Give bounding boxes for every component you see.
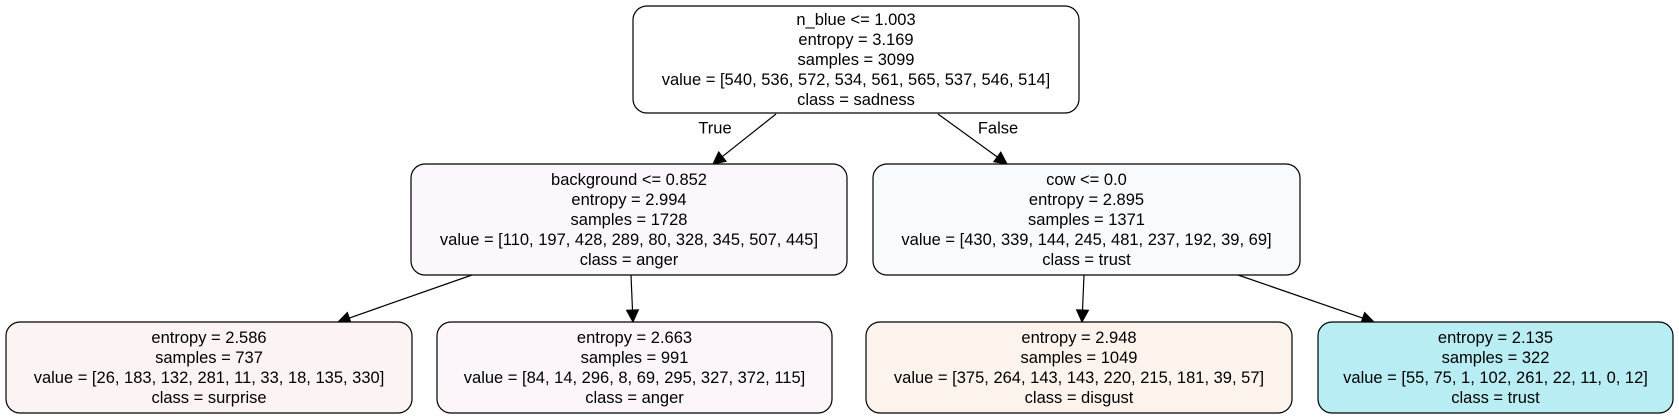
node-line-5: class = sadness: [797, 91, 915, 109]
node-line-2: samples = 1049: [1021, 349, 1138, 367]
node-line-1: entropy = 2.663: [577, 329, 692, 347]
edge-label-true: True: [698, 119, 731, 137]
node-line-4: class = disgust: [1025, 389, 1134, 407]
edge-line: [1081, 274, 1085, 311]
tree-node-root: n_blue <= 1.003 entropy = 3.169 samples = …: [632, 5, 1080, 114]
edge-right-to-leaf3: [1075, 274, 1090, 324]
node-line-1: cow <= 0.0: [1046, 171, 1127, 189]
node-line-4: class = trust: [1451, 389, 1540, 407]
node-line-4: value = [540, 536, 572, 534, 561, 565, 5…: [662, 71, 1051, 89]
node-line-1: background <= 0.852: [551, 171, 707, 189]
node-line-4: class = surprise: [151, 389, 266, 407]
node-line-1: entropy = 2.948: [1021, 329, 1136, 347]
tree-node-leaf3: entropy = 2.948 samples = 1049 value = [37…: [865, 321, 1293, 414]
node-line-3: value = [55, 75, 1, 102, 261, 22, 11, 0,…: [1343, 369, 1648, 387]
node-line-4: class = anger: [585, 389, 684, 407]
node-line-3: value = [26, 183, 132, 281, 11, 33, 18, …: [34, 369, 385, 387]
node-line-3: value = [84, 14, 296, 8, 69, 295, 327, 3…: [464, 369, 805, 387]
node-line-2: entropy = 3.169: [798, 31, 913, 49]
node-box: [410, 163, 848, 276]
tree-node-leaf2: entropy = 2.663 samples = 991 value = [84,…: [436, 321, 833, 414]
edge-line: [937, 113, 998, 158]
node-line-5: class = anger: [580, 251, 679, 269]
edge-left-to-leaf1: [336, 274, 473, 325]
edge-left-to-leaf2: [625, 274, 640, 324]
tree-node-left: background <= 0.852 entropy = 2.994 sample…: [410, 163, 848, 276]
node-line-1: entropy = 2.135: [1438, 329, 1553, 347]
node-line-4: value = [110, 197, 428, 289, 80, 328, 34…: [440, 231, 818, 249]
node-box: [1317, 321, 1674, 414]
edge-root-to-right: False: [937, 113, 1018, 165]
node-box: [865, 321, 1293, 414]
edge-root-to-left: True: [698, 113, 777, 165]
edge-line: [1237, 274, 1363, 319]
arrowhead-icon: [992, 151, 1008, 165]
node-box: [436, 321, 833, 414]
node-line-3: samples = 1728: [571, 211, 688, 229]
node-line-3: samples = 1371: [1028, 211, 1145, 229]
node-line-4: value = [430, 339, 144, 245, 481, 237, 1…: [901, 231, 1271, 249]
node-line-1: entropy = 2.586: [151, 329, 266, 347]
edge-label-false: False: [978, 119, 1018, 137]
node-line-2: entropy = 2.994: [571, 191, 686, 209]
node-line-3: samples = 3099: [798, 51, 915, 69]
node-line-2: samples = 991: [581, 349, 689, 367]
edge-line: [349, 274, 473, 319]
node-line-1: n_blue <= 1.003: [796, 11, 915, 29]
node-line-2: samples = 737: [155, 349, 263, 367]
node-line-3: value = [375, 264, 143, 143, 220, 215, 1…: [894, 369, 1264, 387]
tree-node-leaf4: entropy = 2.135 samples = 322 value = [55,…: [1317, 321, 1674, 414]
node-line-5: class = trust: [1042, 251, 1131, 269]
tree-node-right: cow <= 0.0 entropy = 2.895 samples = 1371 v…: [872, 163, 1301, 276]
node-box: [632, 5, 1080, 114]
edge-right-to-leaf4: [1237, 274, 1376, 325]
node-box: [872, 163, 1301, 276]
node-box: [5, 321, 413, 414]
edge-line: [630, 274, 634, 311]
node-line-2: samples = 322: [1442, 349, 1550, 367]
arrowhead-icon: [625, 309, 640, 324]
arrowhead-icon: [712, 150, 728, 165]
arrowhead-icon: [1075, 309, 1090, 324]
edge-line: [722, 113, 777, 158]
tree-node-leaf1: entropy = 2.586 samples = 737 value = [26,…: [5, 321, 413, 414]
node-line-2: entropy = 2.895: [1029, 191, 1144, 209]
